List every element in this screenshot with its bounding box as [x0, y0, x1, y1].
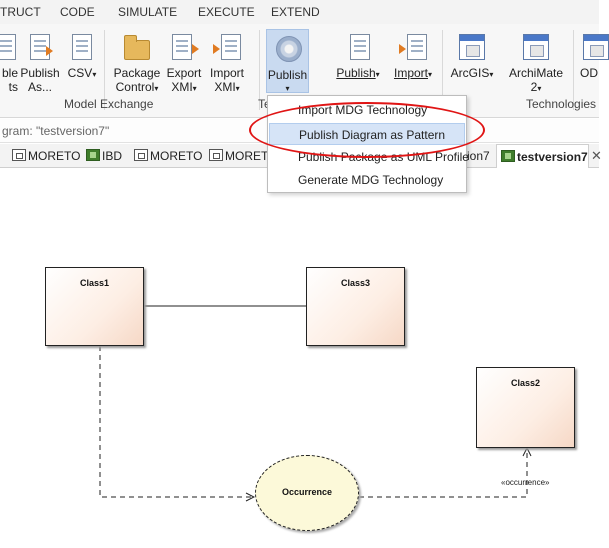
package-control-button[interactable]: Package Control▾ — [112, 28, 162, 96]
archimate-button[interactable]: ArchiMate 2▾ — [505, 28, 567, 96]
menu-tab-code[interactable]: CODE — [60, 5, 95, 19]
menu-tab-simulate[interactable]: SIMULATE — [118, 5, 178, 19]
ribbon-separator — [104, 30, 105, 110]
menu-tab-execute[interactable]: EXECUTE — [198, 5, 255, 19]
menu-item-import-mdg-technology[interactable]: Import MDG Technology — [298, 103, 428, 117]
csv-button[interactable]: CSV▾ — [65, 28, 99, 82]
occurrence-usecase[interactable]: Occurrence — [255, 455, 359, 531]
publish-mdg-button[interactable]: Publish ▾ — [266, 29, 309, 93]
class-box-class1[interactable]: Class1 — [45, 267, 144, 346]
occurrence-arrowhead — [522, 446, 532, 457]
tab-testversion7[interactable]: testversion7 — [496, 144, 589, 168]
class-diagram-icon — [12, 149, 26, 161]
publish-menu-button[interactable]: Publish▾ — [336, 28, 380, 82]
class-diagram-icon — [134, 149, 148, 161]
ibd-diagram-icon — [501, 150, 515, 162]
connector-layer — [99, 305, 532, 502]
tab-ibd[interactable]: IBD — [86, 149, 122, 163]
tab-moreto-1[interactable]: MORETO — [12, 149, 80, 163]
menu-item-generate-mdg-technology[interactable]: Generate MDG Technology — [298, 173, 444, 187]
import-document-icon — [399, 32, 427, 62]
diagram-path-text: gram: "testversion7" — [2, 124, 110, 138]
occurrence-label: Occurrence — [281, 487, 333, 497]
ibd-diagram-icon — [86, 149, 100, 161]
document-icon — [0, 32, 18, 62]
import-document-icon — [213, 32, 241, 62]
publish-dropdown-menu: Import MDG Technology Publish Diagram as… — [267, 95, 469, 193]
menu-item-publish-package-as-uml-profile[interactable]: Publish Package as UML Profile — [298, 150, 469, 164]
ribbon-menu-tabs: TRUCT CODE SIMULATE EXECUTE EXTEND — [0, 0, 599, 24]
menu-tab-construct[interactable]: TRUCT — [0, 5, 41, 19]
ribbon-separator — [442, 30, 443, 110]
menu-item-publish-diagram-as-pattern[interactable]: Publish Diagram as Pattern — [269, 123, 465, 145]
group-label-technologies: Technologies — [526, 97, 597, 111]
import-menu-button[interactable]: Import▾ — [392, 28, 434, 82]
publish-document-icon — [26, 32, 54, 62]
csv-document-icon — [68, 32, 96, 62]
publish-gear-icon — [274, 34, 302, 64]
dependency-arrowhead — [245, 492, 256, 502]
class-diagram-icon — [209, 149, 223, 161]
export-xmi-button[interactable]: Export XMI▾ — [165, 28, 203, 96]
window-icon — [580, 32, 609, 62]
archimate-window-icon — [522, 32, 550, 62]
class-name: Class2 — [510, 378, 541, 388]
publish-document-icon — [344, 32, 372, 62]
occurrence-stereotype-label: «occurrence» — [501, 478, 550, 487]
class-name: Class3 — [340, 278, 371, 288]
ribbon: ble ts Publish As... CSV▾ Package Contro… — [0, 24, 609, 118]
ribbon-separator — [259, 30, 260, 110]
ribbon-separator — [573, 30, 574, 110]
occurrence-connector[interactable] — [359, 448, 528, 498]
close-tab-icon[interactable]: ✕ — [591, 148, 602, 163]
import-xmi-button[interactable]: Import XMI▾ — [207, 28, 247, 96]
partial-left-button[interactable]: ble ts — [0, 28, 18, 94]
tab-moreto-2[interactable]: MORETO — [134, 149, 202, 163]
publish-as-button[interactable]: Publish As... — [19, 28, 61, 94]
folder-icon — [123, 32, 151, 62]
dependency-connector[interactable] — [99, 346, 254, 498]
class-box-class2[interactable]: Class2 — [476, 367, 575, 448]
partial-right-button[interactable]: OD — [580, 28, 609, 80]
class-name: Class1 — [79, 278, 110, 288]
arcgis-window-icon — [458, 32, 486, 62]
export-document-icon — [170, 32, 199, 62]
group-label-model-exchange: Model Exchange — [64, 97, 154, 111]
class-box-class3[interactable]: Class3 — [306, 267, 405, 346]
menu-tab-extend[interactable]: EXTEND — [271, 5, 320, 19]
arcgis-button[interactable]: ArcGIS▾ — [450, 28, 494, 82]
diagram-canvas[interactable] — [0, 168, 599, 548]
